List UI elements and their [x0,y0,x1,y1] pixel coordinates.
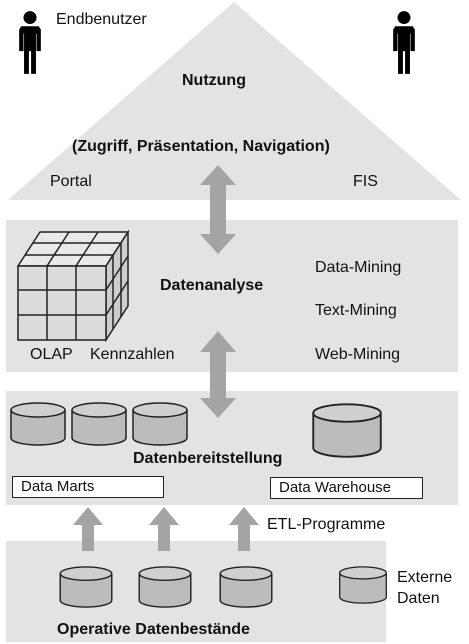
portal-label: Portal [50,173,92,190]
external-label-line2: Daten [397,590,440,607]
analysis-title: Datenanalyse [160,277,264,294]
cylinder-icon [138,566,192,608]
person-icon [393,11,415,74]
end-user-label: Endbenutzer [56,11,147,28]
cylinder-icon [132,402,188,446]
provision-title: Datenbereitstellung [133,450,283,467]
cylinder-icon [338,566,388,604]
cylinder-icon [10,402,66,446]
etl-label: ETL-Programme [267,516,386,533]
external-label-line1: Externe [397,569,453,586]
double-arrow-icon [200,331,236,418]
kennzahlen-label: Kennzahlen [90,346,175,363]
double-arrow-icon [200,165,236,254]
cylinder-icon [219,566,273,608]
olap-label: OLAP [30,346,73,363]
cylinder-icon [312,403,382,458]
cylinder-icon [59,566,113,608]
data-marts-label: Data Marts [12,476,164,498]
person-icon [19,11,41,74]
usage-title: Nutzung [182,72,246,89]
operative-title: Operative Datenbestände [57,621,250,638]
data-warehouse-label: Data Warehouse [270,477,423,499]
web-mining-label: Web-Mining [315,346,401,363]
cylinder-icon [71,402,127,446]
cube-icon [16,229,130,343]
usage-layer [8,2,461,200]
data-mining-label: Data-Mining [315,259,402,276]
text-mining-label: Text-Mining [315,302,397,319]
fis-label: FIS [353,173,378,190]
usage-subtitle: (Zugriff, Präsentation, Navigation) [72,138,330,155]
